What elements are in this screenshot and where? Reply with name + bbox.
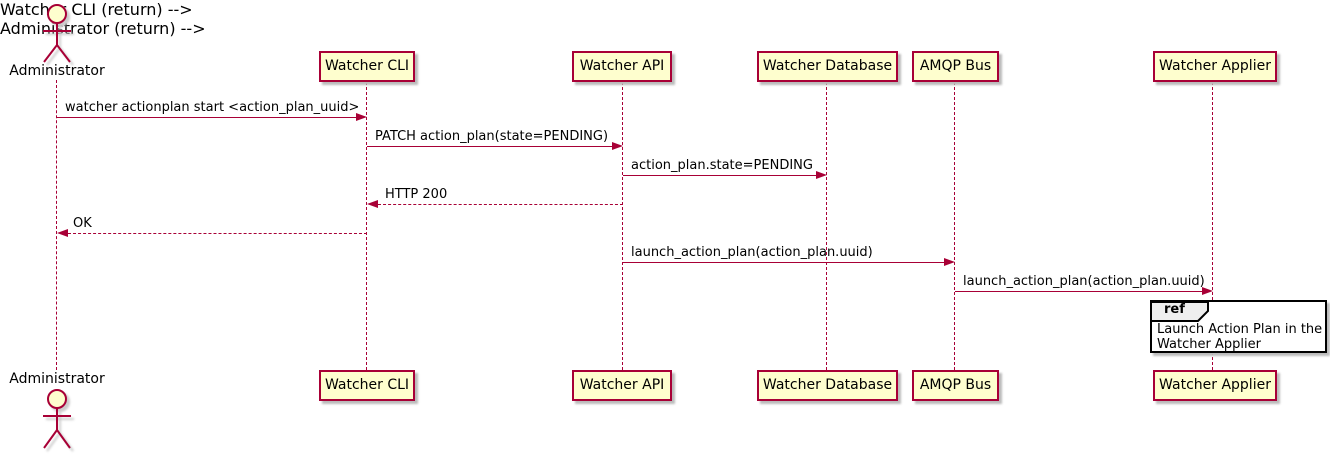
message-label: action_plan.state=PENDING <box>631 158 813 173</box>
message-line <box>955 291 1202 292</box>
actor-figure-top <box>43 4 71 63</box>
message-line <box>68 233 367 234</box>
ref-fragment: ref Launch Action Plan in the Watcher Ap… <box>1150 300 1327 353</box>
message-label: launch_action_plan(action_plan.uuid) <box>631 245 873 260</box>
participant-amqp-bus-top: AMQP Bus <box>912 51 999 82</box>
message-label: HTTP 200 <box>385 187 448 202</box>
lifeline-watcher-cli <box>366 82 367 370</box>
message-label: watcher actionplan start <action_plan_uu… <box>65 100 360 115</box>
message-line <box>623 262 944 263</box>
participant-watcher-database-bottom: Watcher Database <box>757 370 898 401</box>
message-line <box>623 175 816 176</box>
lifeline-watcher-api <box>622 82 623 370</box>
actor-figure-bottom <box>43 389 71 449</box>
participant-watcher-applier-top: Watcher Applier <box>1153 51 1277 82</box>
participant-watcher-applier-bottom: Watcher Applier <box>1153 370 1277 401</box>
ref-text-line1: Launch Action Plan in the <box>1157 322 1323 337</box>
arrowhead-icon <box>612 142 623 150</box>
message-line <box>378 204 623 205</box>
participant-watcher-database-top: Watcher Database <box>757 51 898 82</box>
participant-watcher-cli-top: Watcher CLI <box>319 51 415 82</box>
message-label: OK <box>73 216 92 231</box>
ref-tab-shape <box>1151 301 1209 322</box>
actor-label-bottom: Administrator <box>9 371 105 387</box>
message-label: launch_action_plan(action_plan.uuid) <box>963 274 1205 289</box>
participant-watcher-api-bottom: Watcher API <box>572 370 672 401</box>
lifeline-amqp-bus <box>954 82 955 370</box>
participant-watcher-cli-bottom: Watcher CLI <box>319 370 415 401</box>
participant-amqp-bus-bottom: AMQP Bus <box>912 370 999 401</box>
ref-text-line2: Watcher Applier <box>1157 337 1261 352</box>
arrowhead-icon <box>356 113 367 121</box>
message-line <box>57 117 357 118</box>
arrowhead-icon <box>944 258 955 266</box>
participant-watcher-api-top: Watcher API <box>572 51 672 82</box>
lifeline-administrator <box>56 80 57 370</box>
lifeline-watcher-applier <box>1212 82 1213 370</box>
arrowhead-icon <box>816 171 827 179</box>
message-line <box>367 146 612 147</box>
ref-keyword: ref <box>1164 302 1185 317</box>
arrowhead-icon <box>1202 287 1213 295</box>
actor-label-top: Administrator <box>9 63 105 79</box>
arrowhead-icon <box>57 229 68 237</box>
arrowhead-icon <box>367 200 378 208</box>
message-label: PATCH action_plan(state=PENDING) <box>375 129 609 144</box>
lifeline-watcher-database <box>826 82 827 370</box>
